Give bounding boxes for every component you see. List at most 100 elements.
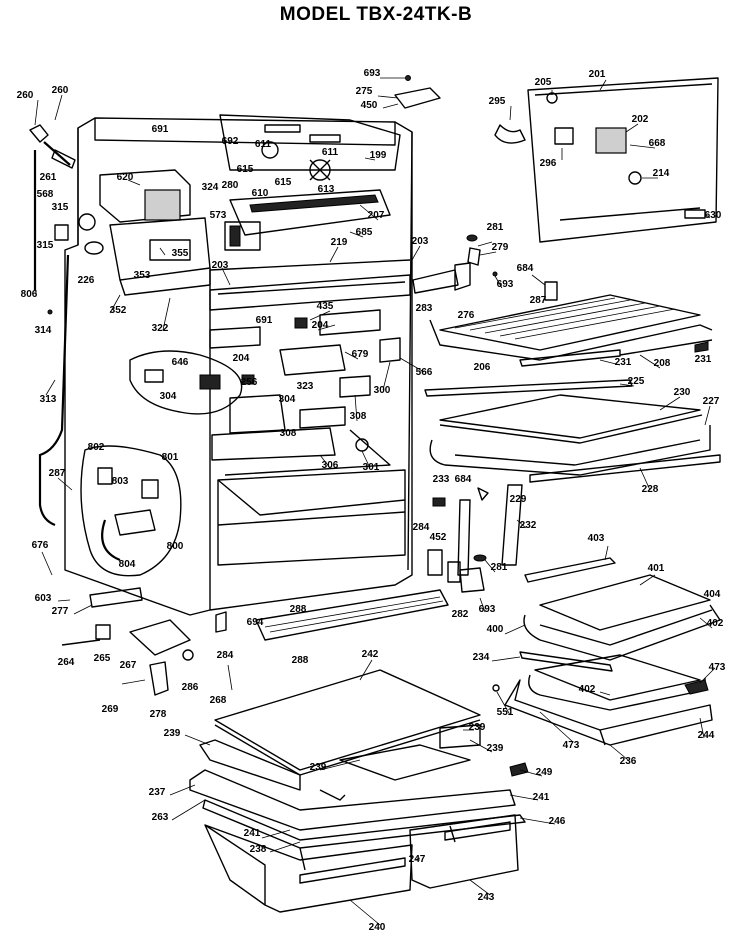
part-label-226: 226	[78, 275, 95, 286]
shelf-ladder	[427, 484, 523, 593]
crisper-drawer-243	[409, 814, 519, 889]
part-label-244: 244	[698, 730, 715, 741]
part-label-284: 284	[217, 650, 234, 661]
part-label-301: 301	[363, 462, 380, 473]
part-label-205: 205	[535, 77, 552, 88]
part-label-300: 300	[374, 385, 391, 396]
crisper-frame	[189, 724, 529, 871]
shelf-support-hardware	[412, 234, 558, 301]
part-label-679: 679	[352, 349, 369, 360]
part-label-228: 228	[642, 484, 659, 495]
part-label-284: 284	[413, 522, 430, 533]
part-label-403: 403	[588, 533, 605, 544]
part-label-800: 800	[167, 541, 184, 552]
part-label-199: 199	[370, 150, 387, 161]
part-label-452: 452	[430, 532, 447, 543]
drawer-236	[492, 654, 713, 746]
part-label-288: 288	[290, 604, 307, 615]
part-label-288: 288	[292, 655, 309, 666]
part-label-239: 239	[469, 722, 486, 733]
part-label-242: 242	[362, 649, 379, 660]
part-label-473: 473	[709, 662, 726, 673]
crisper-drawer-240	[204, 824, 413, 913]
part-label-803: 803	[112, 476, 129, 487]
part-label-308: 308	[280, 428, 297, 439]
part-label-551: 551	[497, 707, 514, 718]
part-label-685: 685	[356, 227, 373, 238]
part-label-234: 234	[473, 652, 490, 663]
part-label-676: 676	[32, 540, 49, 551]
part-label-281: 281	[487, 222, 504, 233]
part-label-691: 691	[256, 315, 273, 326]
leader-lines	[34, 77, 716, 926]
part-label-225: 225	[628, 376, 645, 387]
part-label-208: 208	[654, 358, 671, 369]
part-label-400: 400	[487, 624, 504, 635]
part-label-304: 304	[160, 391, 177, 402]
part-label-693: 693	[497, 279, 514, 290]
part-label-694: 694	[247, 617, 264, 628]
part-label-263: 263	[152, 812, 169, 823]
part-label-280: 280	[222, 180, 239, 191]
damper-control-assembly	[129, 309, 401, 461]
part-label-260: 260	[52, 85, 69, 96]
part-label-401: 401	[648, 563, 665, 574]
light-switch-assembly	[80, 445, 182, 577]
part-label-279: 279	[492, 242, 509, 253]
left-side-parts	[29, 124, 104, 527]
part-label-630: 630	[705, 210, 722, 221]
shelf-401	[519, 557, 721, 672]
part-label-402: 402	[707, 618, 724, 629]
part-label-264: 264	[58, 657, 75, 668]
part-label-286: 286	[182, 682, 199, 693]
part-label-684: 684	[455, 474, 472, 485]
part-label-249: 249	[536, 767, 553, 778]
part-label-203: 203	[412, 236, 429, 247]
shelf-206	[429, 294, 713, 367]
shelf-230	[424, 379, 721, 483]
part-label-206: 206	[474, 362, 491, 373]
part-label-603: 603	[35, 593, 52, 604]
part-label-323: 323	[297, 381, 314, 392]
part-label-353: 353	[134, 270, 151, 281]
part-label-646: 646	[172, 357, 189, 368]
defrost-timer-assembly	[99, 169, 211, 296]
part-label-237: 237	[149, 787, 166, 798]
part-label-202: 202	[632, 114, 649, 125]
cabinet-rail	[209, 274, 411, 311]
part-label-227: 227	[703, 396, 720, 407]
part-label-313: 313	[40, 394, 57, 405]
part-label-256: 256	[241, 377, 258, 388]
part-label-203: 203	[212, 260, 229, 271]
part-label-566: 566	[416, 367, 433, 378]
part-label-207: 207	[368, 210, 385, 221]
part-label-267: 267	[120, 660, 137, 671]
part-label-239: 239	[310, 762, 327, 773]
part-label-236: 236	[620, 756, 637, 767]
part-label-241: 241	[533, 792, 550, 803]
part-label-238: 238	[250, 844, 267, 855]
part-label-611: 611	[322, 147, 339, 158]
part-label-450: 450	[361, 100, 378, 111]
part-label-261: 261	[40, 172, 57, 183]
part-label-568: 568	[37, 189, 54, 200]
part-label-229: 229	[510, 494, 527, 505]
part-label-693: 693	[479, 604, 496, 615]
part-label-240: 240	[369, 922, 386, 933]
part-label-315: 315	[37, 240, 54, 251]
part-label-260: 260	[17, 90, 34, 101]
part-label-268: 268	[210, 695, 227, 706]
part-label-611: 611	[255, 139, 272, 150]
part-label-232: 232	[520, 520, 537, 531]
part-label-402: 402	[579, 684, 596, 695]
part-label-315: 315	[52, 202, 69, 213]
part-label-404: 404	[704, 589, 721, 600]
part-label-324: 324	[202, 182, 219, 193]
part-label-239: 239	[164, 728, 181, 739]
part-label-214: 214	[653, 168, 670, 179]
part-label-239: 239	[487, 743, 504, 754]
part-label-801: 801	[162, 452, 179, 463]
part-label-613: 613	[318, 184, 335, 195]
part-label-281: 281	[491, 562, 508, 573]
